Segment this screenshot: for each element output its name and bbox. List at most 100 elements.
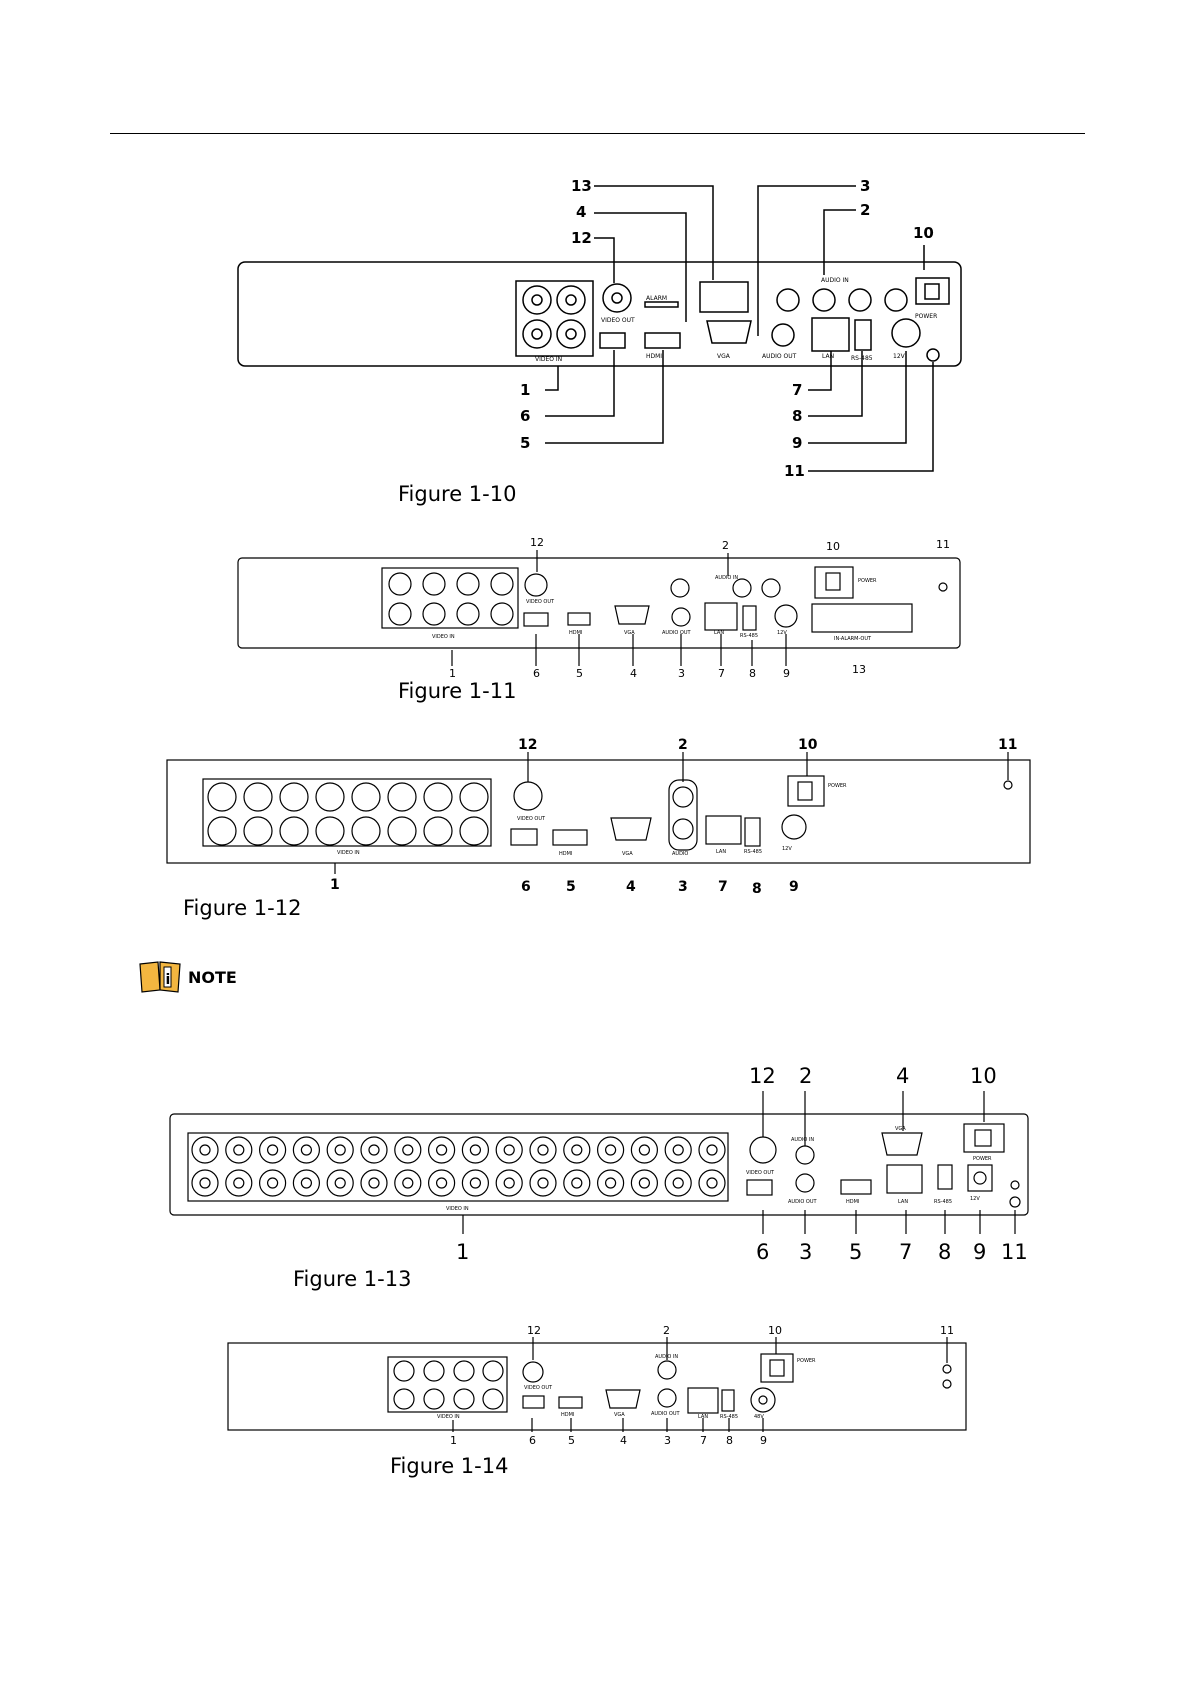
callout-10: 10: [798, 737, 818, 753]
label-audio-out: AUDIO OUT: [662, 630, 692, 636]
figure-caption: Figure 1-13: [293, 1267, 412, 1291]
figure-caption: Figure 1-10: [398, 482, 517, 506]
callout-8: 8: [792, 407, 802, 425]
label-hdmi: HDMI: [646, 353, 662, 360]
header-rule: [110, 133, 1085, 134]
bnc-connector: [596, 1169, 625, 1197]
callout-7: 7: [718, 879, 728, 895]
label-lan: LAN: [716, 849, 726, 855]
label-hdmi: HDMI: [846, 1199, 859, 1205]
bnc-connector: [563, 1169, 591, 1197]
label-video-in: VIDEO IN: [446, 1206, 469, 1212]
bnc-connector: [402, 1144, 414, 1156]
bnc-connector: [199, 1177, 211, 1189]
bnc-connector: [334, 1144, 346, 1156]
label-power: POWER: [915, 313, 937, 320]
callout-3: 3: [860, 177, 870, 195]
callout-7: 7: [718, 667, 725, 680]
label-power: POWER: [797, 1358, 816, 1364]
label-power: POWER: [858, 578, 877, 584]
bnc-connector: [571, 1144, 583, 1156]
bnc-connector: [503, 1177, 515, 1189]
label-audio-out: AUDIO OUT: [788, 1199, 818, 1205]
bnc-connector: [259, 1169, 287, 1197]
label-rs485: RS-485: [720, 1414, 738, 1420]
callout-2: 2: [663, 1324, 670, 1337]
label-48v: 48V: [754, 1414, 764, 1420]
callout-9: 9: [783, 667, 790, 680]
bnc-connector: [495, 1136, 523, 1164]
bnc-connector: [698, 1169, 726, 1197]
label-12v: 12V: [893, 353, 906, 360]
callout-8: 8: [726, 1434, 733, 1447]
label-12v: 12V: [777, 630, 787, 636]
bnc-connector: [706, 1177, 718, 1189]
label-video-out: VIDEO OUT: [517, 816, 546, 822]
callout-5: 5: [568, 1434, 575, 1447]
callout-10: 10: [826, 540, 840, 553]
label-audio-out: AUDIO OUT: [651, 1411, 681, 1417]
label-alarm-io: IN-ALARM-OUT: [834, 636, 872, 642]
figure-caption: Figure 1-12: [183, 896, 302, 920]
label-rs485: RS-485: [851, 355, 873, 362]
bnc-connector: [664, 1169, 692, 1197]
callout-12: 12: [571, 229, 592, 247]
callout-4: 4: [896, 1064, 909, 1088]
callout-3: 3: [799, 1240, 812, 1264]
callout-2: 2: [860, 201, 870, 219]
callout-4: 4: [626, 879, 636, 895]
bnc-connector: [698, 1136, 726, 1164]
label-hdmi: HDMI: [559, 851, 572, 857]
bnc-connector: [469, 1144, 481, 1156]
bnc-connector: [292, 1169, 320, 1197]
label-lan: LAN: [698, 1414, 708, 1420]
bnc-connector: [267, 1177, 279, 1189]
label-video-in: VIDEO IN: [535, 356, 562, 363]
label-video-out: VIDEO OUT: [526, 599, 555, 605]
callout-1: 1: [449, 667, 456, 680]
info-book-icon: i: [139, 961, 181, 993]
callout-13: 13: [571, 177, 592, 195]
bnc-connector: [360, 1136, 388, 1164]
label-power: POWER: [828, 783, 847, 789]
bnc-connector: [199, 1144, 211, 1156]
callout-6: 6: [520, 407, 530, 425]
bnc-connector: [326, 1169, 354, 1197]
callout-5: 5: [576, 667, 583, 680]
bnc-connector: [469, 1177, 481, 1189]
label-rs485: RS-485: [934, 1199, 952, 1205]
svg-text:i: i: [166, 972, 171, 988]
label-vga: VGA: [614, 1412, 625, 1418]
label-video-in: VIDEO IN: [437, 1414, 460, 1420]
callout-11: 11: [998, 737, 1017, 753]
callout-3: 3: [664, 1434, 671, 1447]
figure-caption: Figure 1-11: [398, 679, 517, 703]
note-label: NOTE: [188, 967, 237, 987]
label-audio-in: AUDIO IN: [791, 1137, 814, 1143]
label-audio: AUDIO: [672, 851, 688, 857]
note-callout: i NOTE: [138, 960, 237, 994]
bnc-connector: [225, 1136, 253, 1164]
callout-10: 10: [913, 224, 934, 242]
bnc-connector: [402, 1177, 414, 1189]
bnc-connector: [292, 1136, 320, 1164]
callout-10: 10: [768, 1324, 782, 1337]
bnc-connector: [326, 1136, 354, 1164]
bnc-connector: [300, 1144, 312, 1156]
callout-9: 9: [792, 434, 802, 452]
callout-12: 12: [518, 737, 537, 753]
bnc-connector: [537, 1177, 549, 1189]
bnc-connector: [191, 1169, 219, 1197]
label-vga: VGA: [624, 630, 635, 636]
bnc-connector: [436, 1144, 448, 1156]
label-vga: VGA: [717, 353, 731, 360]
callout-2: 2: [799, 1064, 812, 1088]
callout-10: 10: [970, 1064, 997, 1088]
label-rs485: RS-485: [744, 849, 762, 855]
callout-1: 1: [330, 877, 340, 893]
label-power: POWER: [973, 1156, 992, 1162]
callout-8: 8: [752, 881, 762, 897]
label-rs485: RS-485: [740, 633, 758, 639]
